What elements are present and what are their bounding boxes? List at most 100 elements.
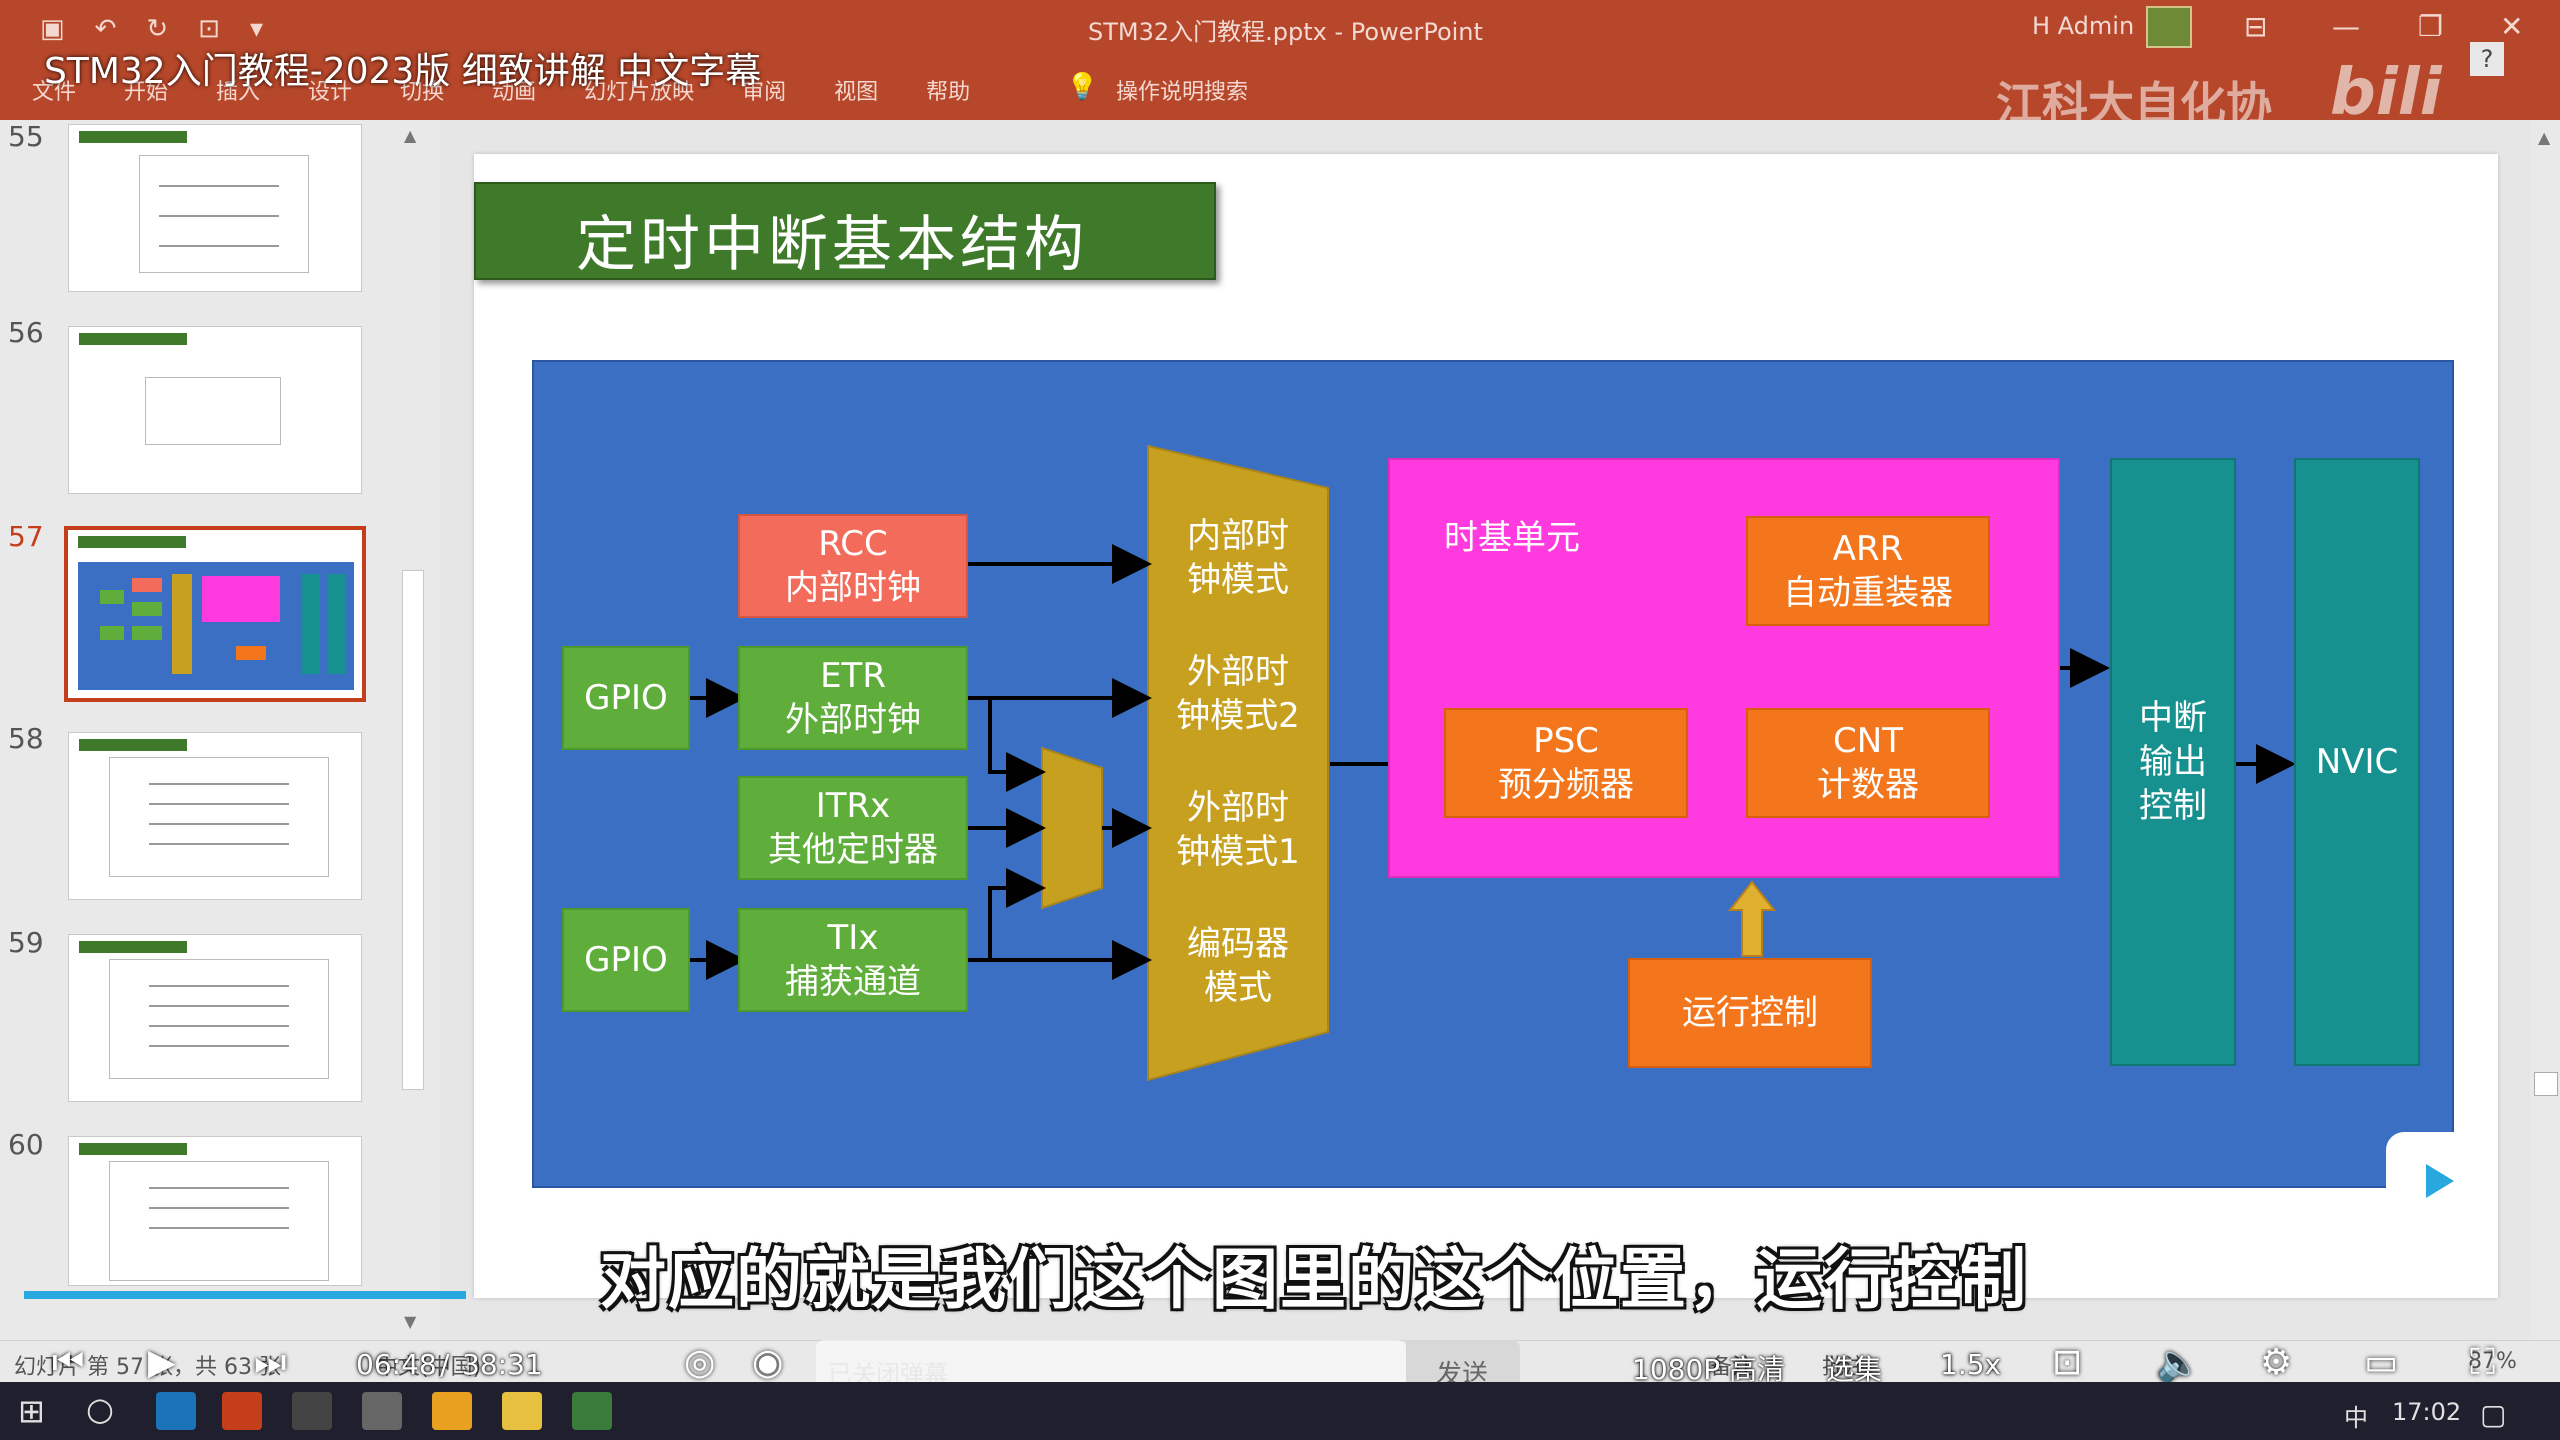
episodes-button[interactable]: 选集 xyxy=(1826,1353,1883,1386)
tab-slideshow[interactable]: 幻灯片放映 xyxy=(584,80,695,105)
tab-design[interactable]: 设计 xyxy=(308,80,353,105)
slide-thumbnail-58[interactable] xyxy=(68,732,362,900)
encoder-mode-label: 编码器 模式 xyxy=(1187,924,1289,1009)
customize-qat-icon[interactable]: ▾ xyxy=(249,14,264,44)
tab-home[interactable]: 开始 xyxy=(124,80,169,105)
edge-icon[interactable] xyxy=(156,1392,196,1430)
slide-title: 定时中断基本结构 xyxy=(576,210,1088,280)
notification-icon[interactable]: ▢ xyxy=(2480,1398,2507,1431)
play-icon xyxy=(2426,1164,2454,1198)
powerpoint-icon[interactable] xyxy=(222,1392,262,1430)
tab-transitions[interactable]: 切换 xyxy=(400,80,445,105)
present-icon[interactable]: ⊡ xyxy=(198,14,220,44)
scrollbar-thumb[interactable] xyxy=(402,570,424,1090)
slide-thumbnail-55[interactable] xyxy=(68,124,362,292)
main-scrollbar[interactable]: ▲ xyxy=(2530,120,2560,1340)
scroll-down-icon[interactable]: ▼ xyxy=(404,1312,417,1331)
keil-icon[interactable] xyxy=(572,1392,612,1430)
next-icon[interactable]: ⏭ xyxy=(254,1342,287,1383)
slide-thumbnail-60[interactable] xyxy=(68,1136,362,1286)
notes-button[interactable]: 备注 xyxy=(1710,1355,1755,1380)
internal-clock-mode-label: 内部时 钟模式 xyxy=(1187,516,1289,601)
save-icon[interactable]: ▣ xyxy=(40,14,65,44)
tab-animations[interactable]: 动画 xyxy=(492,80,537,105)
pip-icon[interactable]: ▭ xyxy=(2364,1342,2399,1383)
folder-icon[interactable] xyxy=(502,1392,542,1430)
avatar[interactable] xyxy=(2146,6,2192,48)
gpio-block-2: GPIO xyxy=(562,908,690,1012)
video-player-controls: ⏮ ▶ ⏭ 06:48 / 38:31 ◎ ◉ 1080P 高清 选集 1.5x… xyxy=(0,1330,2560,1390)
interrupt-output-control: 中断 输出 控制 xyxy=(2110,458,2236,1066)
time-separator: / xyxy=(440,1348,450,1381)
etr-block: ETR 外部时钟 xyxy=(738,646,968,750)
lightbulb-icon: 💡 xyxy=(1066,72,1099,102)
tab-review[interactable]: 审阅 xyxy=(742,80,787,105)
language-indicator[interactable]: 中文(中国) xyxy=(376,1355,482,1380)
photos-icon[interactable] xyxy=(362,1392,402,1430)
gpio-block-1: GPIO xyxy=(562,646,690,750)
time-base-label: 时基单元 xyxy=(1444,518,1580,558)
settings-gear-icon[interactable]: ⚙ xyxy=(2260,1342,2293,1383)
slide-info: 幻灯片 第 57 张，共 63 张 xyxy=(14,1355,281,1380)
prev-icon[interactable]: ⏮ xyxy=(52,1342,85,1383)
tab-file[interactable]: 文件 xyxy=(32,80,77,105)
scroll-up-icon[interactable]: ▲ xyxy=(404,126,417,145)
play-pause-icon[interactable]: ▶ xyxy=(148,1342,176,1383)
thumb-number: 59 xyxy=(8,926,44,959)
ppt-ribbon: ▣ ↶ ↻ ⊡ ▾ STM32入门教程.pptx - PowerPoint H … xyxy=(0,0,2560,131)
bilibili-logo: bili xyxy=(2330,56,2442,130)
thumbnail-scrollbar[interactable]: ▲ ▼ xyxy=(398,120,426,1340)
cnt-block: CNT 计数器 xyxy=(1746,708,1990,818)
user-name[interactable]: H Admin xyxy=(2032,12,2135,40)
psc-block: PSC 预分频器 xyxy=(1444,708,1688,818)
slide-thumbnail-57[interactable] xyxy=(64,526,366,702)
ribbon-display-icon[interactable]: ⊟ xyxy=(2244,10,2268,43)
comments-button[interactable]: 批注 xyxy=(1822,1355,1867,1380)
fullscreen-icon[interactable]: ⛶ xyxy=(2470,1342,2496,1383)
quality-selector[interactable]: 1080P 高清 xyxy=(1632,1353,1786,1386)
zoom-level[interactable]: 87% xyxy=(2468,1349,2517,1374)
redo-icon[interactable]: ↻ xyxy=(146,14,169,44)
scrollbar-thumb[interactable] xyxy=(2534,1072,2558,1096)
thumb-number: 58 xyxy=(8,722,44,755)
bilibili-tv-icon[interactable] xyxy=(2386,1132,2486,1228)
video-title: STM32入门教程-2023版 细致讲解 中文字幕 xyxy=(44,51,762,92)
slide-thumbnail-59[interactable] xyxy=(68,934,362,1102)
video-progress-bar[interactable] xyxy=(24,1291,466,1299)
help-icon[interactable]: ? xyxy=(2470,42,2504,76)
subtitle-icon[interactable]: ⊡ xyxy=(2052,1342,2083,1383)
tab-insert[interactable]: 插入 xyxy=(216,80,261,105)
close-icon[interactable]: ✕ xyxy=(2500,10,2524,43)
time-total: 38:31 xyxy=(462,1348,543,1381)
undo-icon[interactable]: ↶ xyxy=(94,14,117,44)
document-title: STM32入门教程.pptx - PowerPoint xyxy=(1088,18,1483,46)
camera-icon[interactable] xyxy=(292,1392,332,1430)
windows-start-icon[interactable]: ⊞ xyxy=(18,1392,45,1430)
arr-block: ARR 自动重装器 xyxy=(1746,516,1990,626)
tab-view[interactable]: 视图 xyxy=(834,80,879,105)
danmu-settings-icon[interactable]: ◉ xyxy=(752,1342,784,1383)
video-subtitle: 对应的就是我们这个图里的这个位置，运行控制 xyxy=(600,1241,2028,1318)
tix-block: TIx 捕获通道 xyxy=(738,908,968,1012)
volume-icon[interactable]: 🔈 xyxy=(2156,1343,2201,1384)
itrx-block: ITRx 其他定时器 xyxy=(738,776,968,880)
app-icon[interactable] xyxy=(432,1392,472,1430)
restore-icon[interactable]: ❐ xyxy=(2418,10,2444,43)
minimize-icon[interactable]: — xyxy=(2332,10,2360,43)
tab-help[interactable]: 帮助 xyxy=(926,80,971,105)
tell-me-search[interactable]: 操作说明搜索 xyxy=(1116,80,1249,105)
ime-indicator[interactable]: 中 xyxy=(2344,1404,2368,1432)
search-icon[interactable]: ○ xyxy=(86,1390,114,1428)
thumb-number: 56 xyxy=(8,316,44,349)
speed-selector[interactable]: 1.5x xyxy=(1940,1348,2002,1381)
windows-taskbar: ⊞ ○ 中 17:02 ▢ xyxy=(0,1382,2560,1440)
scroll-up-icon[interactable]: ▲ xyxy=(2538,128,2551,147)
thumb-number: 57 xyxy=(8,520,44,553)
nvic-block: NVIC xyxy=(2294,458,2420,1066)
rcc-block: RCC 内部时钟 xyxy=(738,514,968,618)
slide-title-box: 定时中断基本结构 xyxy=(474,182,1216,280)
quick-access-toolbar: ▣ ↶ ↻ ⊡ ▾ xyxy=(40,14,263,44)
slide-thumbnail-56[interactable] xyxy=(68,326,362,494)
clock[interactable]: 17:02 xyxy=(2392,1398,2462,1426)
danmu-toggle-icon[interactable]: ◎ xyxy=(684,1342,716,1383)
